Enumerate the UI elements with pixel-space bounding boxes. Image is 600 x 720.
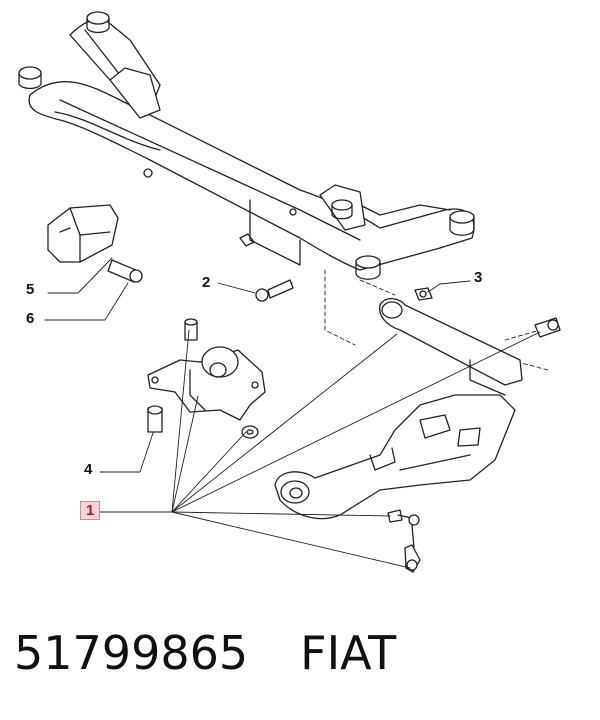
suspension-link-arm: [379, 297, 523, 396]
bolt-part-6: [107, 259, 143, 283]
assembly-guide-lines: [324, 269, 549, 371]
callout-3: 3: [474, 269, 483, 286]
bushing-left: [18, 66, 42, 90]
bracket-part-5: [47, 204, 119, 263]
rear-subframe: [18, 11, 475, 280]
nut-small: [241, 425, 259, 439]
brand-name: FIAT: [300, 626, 397, 680]
mounting-bracket: [147, 346, 266, 421]
part-number-caption: 51799865 FIAT: [14, 626, 594, 690]
callout-5: 5: [26, 281, 35, 298]
callout-2: 2: [202, 274, 211, 291]
bolt-part-4: [147, 405, 163, 433]
lower-control-arm: [274, 394, 516, 520]
bushing-center: [355, 255, 381, 280]
bushing-right: [449, 210, 475, 236]
nut-part-3: [414, 287, 433, 301]
bushing-right-mid: [331, 199, 353, 220]
callout-1-highlighted: 1: [80, 501, 101, 520]
bushing-top: [86, 11, 110, 34]
rear-suspension-exploded-diagram: [18, 11, 561, 573]
callout-4: 4: [84, 461, 93, 478]
callout-6: 6: [26, 310, 35, 327]
part-number: 51799865: [14, 626, 249, 680]
link-end-bolt: [534, 317, 561, 338]
leader-lines: [44, 257, 541, 569]
bolt-top: [184, 318, 198, 341]
bolt-part-2: [255, 279, 294, 302]
stabilizer-link: [387, 509, 421, 573]
